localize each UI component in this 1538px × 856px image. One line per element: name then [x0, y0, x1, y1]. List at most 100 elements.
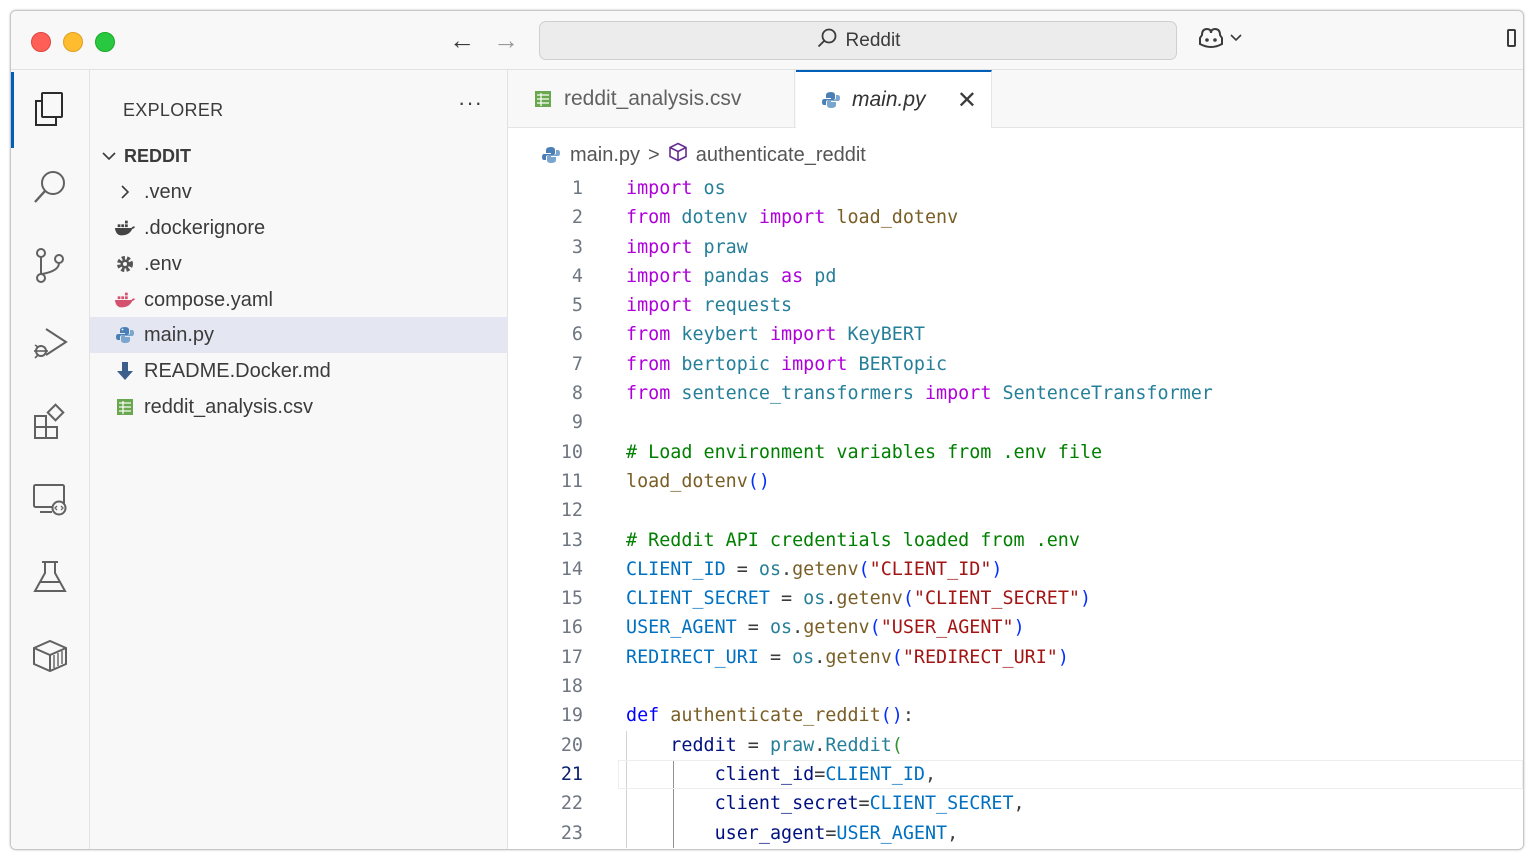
code-token: # Load environment variables from .env f… [626, 441, 1103, 463]
code-line[interactable]: 23 user_agent=USER_AGENT, [508, 818, 1523, 848]
code-token: def [626, 705, 660, 727]
code-token: getenv [836, 588, 903, 610]
close-window-button[interactable] [31, 32, 51, 52]
tree-item-readme-docker[interactable]: README.Docker.md [90, 353, 531, 389]
close-tab-icon[interactable]: ✕ [956, 86, 977, 114]
line-number: 21 [560, 763, 583, 785]
python-icon [114, 324, 136, 346]
table-icon [114, 396, 136, 418]
code-token: ) [1080, 588, 1092, 610]
activity-bar [11, 70, 90, 849]
code-token: , [947, 822, 959, 844]
extensions-icon[interactable] [29, 400, 71, 442]
code-token: os [758, 558, 782, 580]
search-icon[interactable] [29, 166, 71, 208]
remote-explorer-icon[interactable] [29, 478, 71, 520]
tab-main-py[interactable]: main.py ✕ [796, 70, 992, 128]
code-token: = [769, 588, 804, 610]
code-line[interactable]: 12 [508, 496, 1523, 525]
forward-arrow-icon[interactable]: → [493, 25, 519, 55]
code-line[interactable]: 21 client_id=CLIENT_ID, [508, 759, 1523, 790]
code-token: requests [703, 295, 793, 317]
folder-root-reddit[interactable]: REDDIT [90, 138, 515, 174]
code-token: ) [991, 558, 1003, 580]
code-token: USER_AGENT [626, 617, 737, 639]
tree-item-env[interactable]: .env [90, 246, 531, 282]
code-line[interactable]: 10# Load environment variables from .env… [508, 438, 1523, 467]
breadcrumb-symbol[interactable]: authenticate_reddit [695, 143, 866, 166]
code-line[interactable]: 18 [508, 672, 1523, 701]
code-token: = [736, 617, 770, 639]
tree-item-dockerignore[interactable]: .dockerignore [90, 210, 531, 246]
code-token: client_id [714, 763, 815, 785]
code-token [692, 237, 703, 258]
tree-item-venv[interactable]: .venv [90, 174, 531, 210]
python-icon [820, 89, 842, 111]
python-icon [540, 144, 562, 166]
more-actions-button[interactable]: ··· [458, 90, 483, 115]
code-line[interactable]: 3 import praw [508, 233, 1523, 262]
tree-item-reddit-analysis-csv[interactable]: reddit_analysis.csv [90, 389, 531, 425]
line-number: 3 [571, 236, 583, 258]
chevron-down-icon [98, 145, 120, 167]
code-token: load_dotenv [836, 207, 959, 229]
testing-icon[interactable] [29, 556, 71, 598]
indent-guide [626, 789, 627, 819]
explorer-icon[interactable] [29, 88, 71, 130]
code-line[interactable]: 20 reddit = praw.Reddit( [508, 730, 1523, 760]
code-token [626, 793, 715, 814]
tree-item-main-py[interactable]: main.py [90, 317, 531, 353]
run-debug-icon[interactable] [29, 322, 71, 364]
code-token: . [814, 646, 826, 668]
code-text: # Load environment variables from .env f… [626, 438, 1102, 467]
code-token: from [626, 353, 671, 375]
code-line[interactable]: 22 client_secret=CLIENT_SECRET, [508, 789, 1523, 819]
tab-reddit-analysis-csv[interactable]: reddit_analysis.csv [508, 70, 795, 127]
code-token: BERTopic [858, 353, 948, 375]
code-token: # Reddit API credentials loaded from .en… [626, 529, 1080, 551]
code-token: dotenv [681, 207, 748, 229]
copilot-icon [1197, 26, 1225, 55]
tree-item-compose-yaml[interactable]: compose.yaml [90, 282, 531, 318]
breadcrumb-file[interactable]: main.py [570, 143, 641, 166]
chevron-right-icon [114, 181, 136, 203]
explorer-sidebar: EXPLORER ··· REDDIT .venv .dockerignore … [90, 70, 531, 849]
copilot-menu[interactable] [1197, 26, 1243, 55]
line-number: 7 [571, 353, 583, 375]
source-control-icon[interactable] [29, 244, 71, 286]
code-line[interactable]: 9 [508, 408, 1523, 437]
maximize-window-button[interactable] [95, 32, 115, 52]
code-text: import praw [626, 233, 748, 262]
back-arrow-icon[interactable]: ← [449, 25, 475, 55]
line-number: 19 [560, 705, 583, 727]
code-token: bertopic [681, 353, 770, 375]
minimize-window-button[interactable] [63, 32, 83, 52]
code-token: CLIENT_SECRET [626, 588, 770, 610]
code-token [692, 266, 703, 287]
code-token [748, 207, 759, 228]
code-token: os [703, 178, 726, 199]
code-token: : [902, 705, 914, 727]
layout-panel-icon[interactable] [1507, 29, 1516, 47]
command-center-search[interactable]: Reddit [539, 21, 1177, 60]
line-number: 13 [560, 529, 583, 551]
containers-icon[interactable] [29, 634, 71, 676]
code-line[interactable]: 13 # Reddit API credentials loaded from .… [508, 526, 1523, 555]
code-token: keybert [681, 324, 759, 346]
code-token: from [626, 324, 671, 346]
tree-item-label: .dockerignore [144, 216, 266, 239]
